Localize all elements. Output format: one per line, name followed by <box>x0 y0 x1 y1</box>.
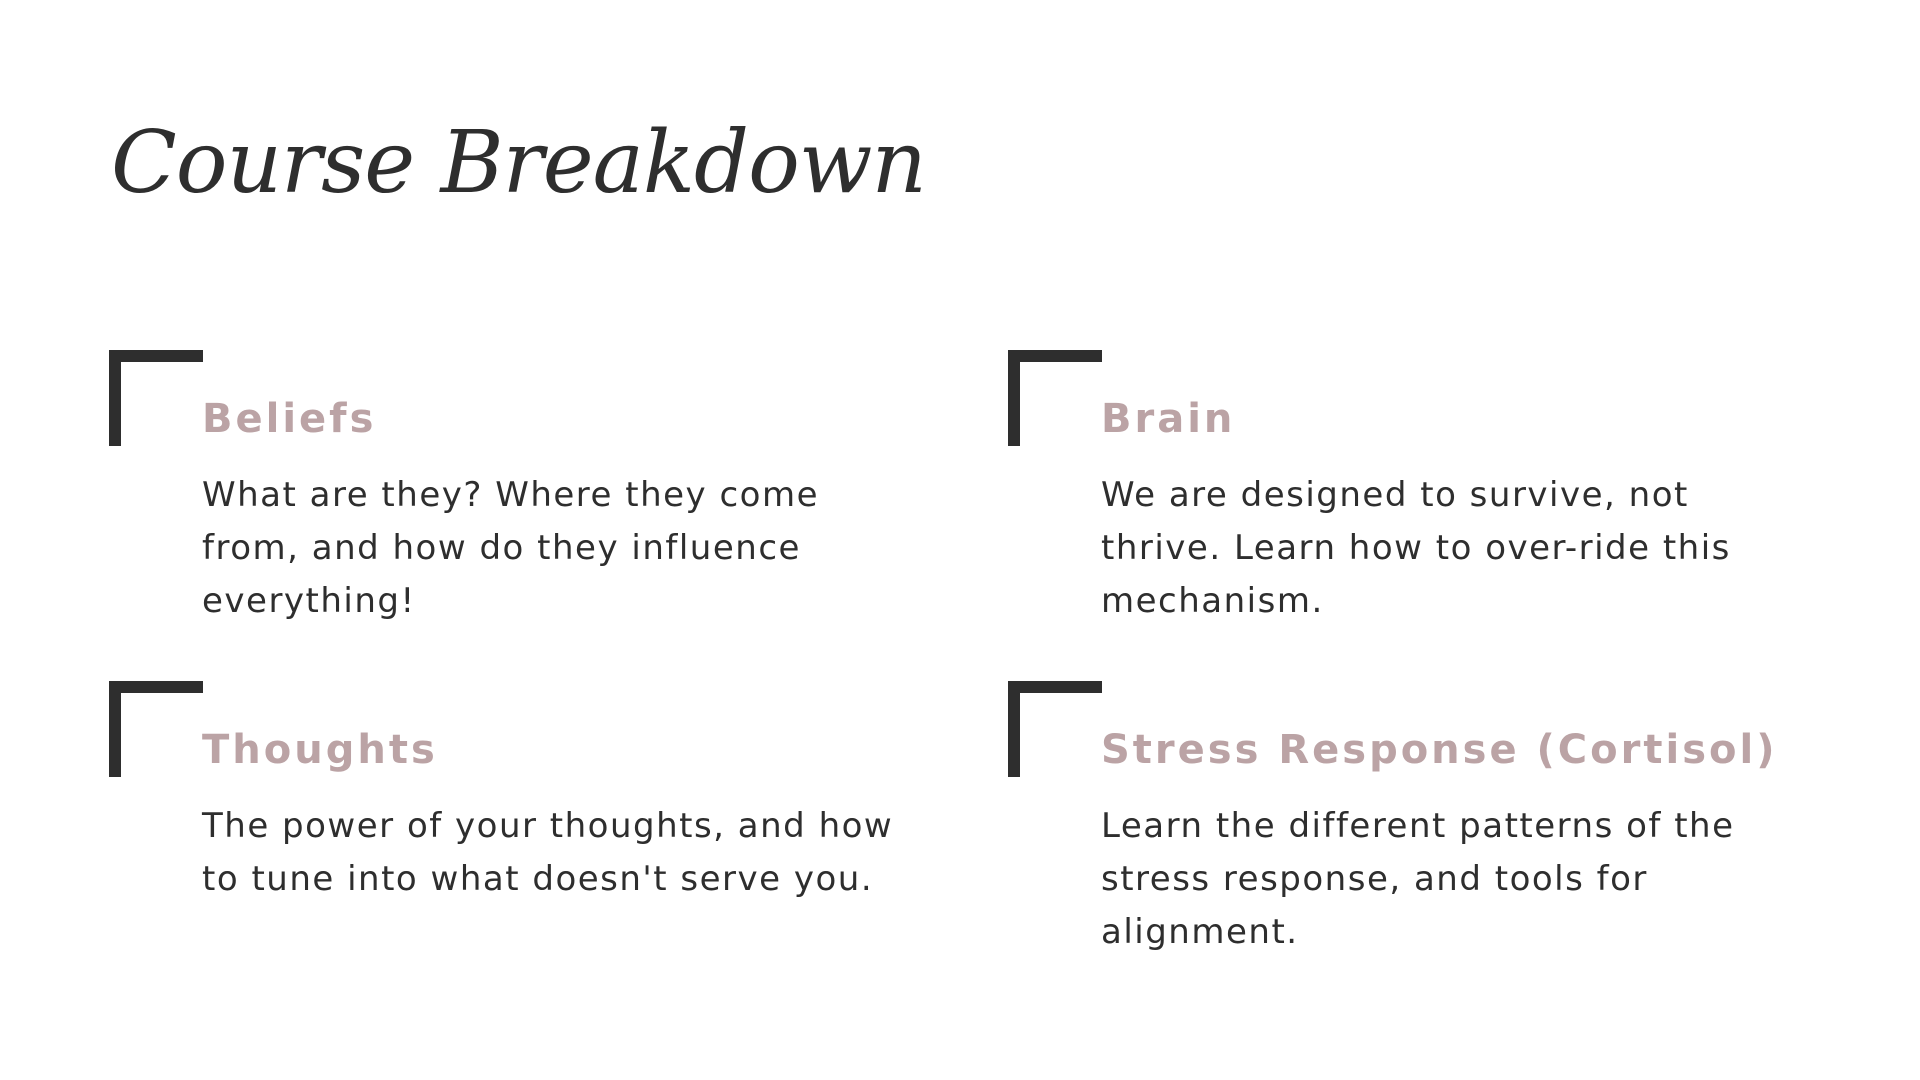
topic-description: The power of your thoughts, and how to t… <box>202 806 894 899</box>
topic-title: Beliefs <box>202 396 377 442</box>
corner-bracket-icon <box>109 350 203 446</box>
corner-bracket-icon <box>1008 350 1102 446</box>
page-title: Course Breakdown <box>111 113 927 213</box>
topic-description: We are designed to survive, not thrive. … <box>1101 475 1731 621</box>
corner-bracket-icon <box>1008 681 1102 777</box>
topic-title: Stress Response (Cortisol) <box>1101 727 1778 773</box>
topic-title: Brain <box>1101 396 1236 442</box>
topic-title: Thoughts <box>202 727 438 773</box>
topic-description: Learn the different patterns of the stre… <box>1101 806 1735 952</box>
corner-bracket-icon <box>109 681 203 777</box>
topic-description: What are they? Where they come from, and… <box>202 475 820 621</box>
